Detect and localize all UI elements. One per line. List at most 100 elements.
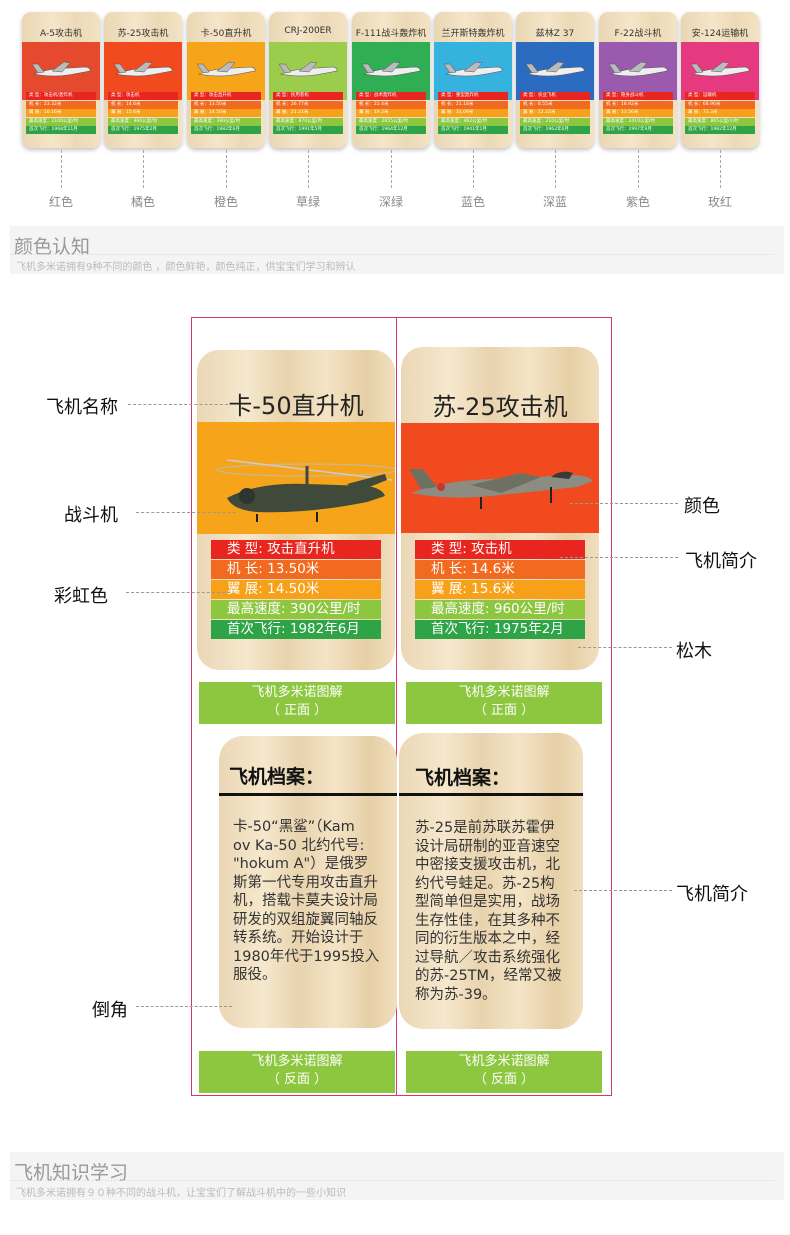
color-band <box>197 422 395 534</box>
domino-back-ka50: 飞机档案： 卡-50“黑鲨”（Kam ov Ka-50 北约代号: "hokum… <box>219 736 397 1028</box>
label-text: 飞机多米诺图解 <box>458 685 550 700</box>
label-sub: （ 反面 ） <box>266 1072 328 1087</box>
mini-spec-row: 机 长：21.18米 <box>438 100 508 109</box>
spec-key: 首次飞行: <box>431 621 490 637</box>
mini-spec-row: 类 型：攻击机/轰炸机 <box>26 92 96 100</box>
spec-key: 翼 展: <box>431 581 467 597</box>
mini-spec-row: 最高速度：2655公里/时 <box>356 117 426 126</box>
mini-spec-row: 最高速度：390公里/时 <box>191 117 261 126</box>
mini-spec-row: 类 型：攻击直升机 <box>191 92 261 100</box>
callout-plane-name: 飞机名称 <box>46 397 118 418</box>
callout-line <box>574 890 672 891</box>
mini-domino-name: A-5攻击机 <box>40 29 82 39</box>
mini-spec-row: 机 长：18.92米 <box>603 100 673 109</box>
mini-domino: 苏-25攻击机类 型：攻击机机 长：14.6米翼 展：15.6米最高速度：960… <box>104 12 182 148</box>
back-label-su25: 飞机多米诺图解 （ 反面 ） <box>406 1051 602 1093</box>
color-label: 紫色 <box>625 195 650 209</box>
callout-line <box>136 1006 232 1007</box>
spec-key: 类 型: <box>227 541 263 557</box>
spec-value: 13.50米 <box>267 561 320 577</box>
color-guide-line <box>143 150 144 188</box>
spec-row-length: 机 长: 13.50米 <box>211 560 381 579</box>
spec-key: 最高速度: <box>431 601 490 617</box>
plane-icon <box>196 61 256 77</box>
mini-spec-row: 机 长：26.77米 <box>273 100 343 109</box>
plane-icon <box>443 61 503 77</box>
mini-spec-row: 最高速度：2410公里/时 <box>603 117 673 126</box>
spec-value: 15.6米 <box>471 581 515 597</box>
color-label: 深绿 <box>378 195 403 209</box>
spec-value: 1975年2月 <box>493 621 564 637</box>
callout-line <box>126 592 230 593</box>
jet-image <box>401 423 599 533</box>
mini-spec-row: 最高速度：210公里/时 <box>520 117 590 126</box>
mini-domino-name: 兹林Z 37 <box>535 29 575 39</box>
label-sub: （ 正面 ） <box>266 703 328 718</box>
mini-spec-row: 机 长：68.96米 <box>685 100 755 109</box>
color-guide-line <box>61 150 62 188</box>
mini-color-band <box>104 42 182 100</box>
mini-spec-row: 首次飞行：1991年5月 <box>273 126 343 135</box>
spec-row-first-flight: 首次飞行: 1975年2月 <box>415 620 585 639</box>
spec-row-type: 类 型: 攻击直升机 <box>211 540 381 559</box>
spec-value: 390公里/时 <box>289 601 361 617</box>
mini-spec-row: 首次飞行：1982年12月 <box>685 126 755 135</box>
mini-spec-row: 首次飞行：1982年6月 <box>191 126 261 135</box>
mini-color-band <box>269 42 347 100</box>
spec-row-span: 翼 展: 14.50米 <box>211 580 381 599</box>
mini-spec-row: 类 型：运输机 <box>685 92 755 100</box>
card-title: 卡-50直升机 <box>228 392 364 420</box>
plane-icon <box>608 61 668 77</box>
mini-spec-row: 首次飞行：1968年11月 <box>26 126 96 135</box>
plane-icon <box>525 61 585 77</box>
front-label-ka50: 飞机多米诺图解 （ 正面 ） <box>199 682 395 724</box>
spec-value: 960公里/时 <box>493 601 565 617</box>
spec-value: 攻击直升机 <box>267 541 335 557</box>
color-label: 深蓝 <box>542 195 567 209</box>
domino-back-su25: 飞机档案： 苏-25是前苏联苏霍伊 设计局研制的亚音速空 中密接支援攻击机，北 … <box>399 733 583 1029</box>
mini-spec-row: 机 长：22.4米 <box>356 100 426 109</box>
spec-value: 攻击机 <box>471 541 512 557</box>
mini-domino-name: 兰开斯特轰炸机 <box>441 29 505 39</box>
callout-line <box>128 404 228 405</box>
mini-domino: 安-124运输机类 型：运输机机 长：68.96米翼 展：73.3米最高速度：8… <box>681 12 759 148</box>
label-text: 飞机多米诺图解 <box>251 685 343 700</box>
color-guide-line <box>638 150 639 188</box>
spec-key: 最高速度: <box>227 601 286 617</box>
mini-spec-row: 类 型：农业飞机 <box>520 92 590 100</box>
spec-row-span: 翼 展: 15.6米 <box>415 580 585 599</box>
spec-row-speed: 最高速度: 960公里/时 <box>415 600 585 619</box>
label-sub: （ 正面 ） <box>473 703 535 718</box>
spec-key: 机 长: <box>431 561 467 577</box>
callout-intro-back: 飞机简介 <box>676 884 748 905</box>
section-plane-knowledge: 飞机知识学习 飞机多米诺拥有９０种不同的战斗机，让宝宝们了解战斗机中的一些小知识 <box>10 1152 784 1200</box>
helicopter-image <box>197 422 395 534</box>
mini-spec-row: 类 型：战术轰炸机 <box>356 92 426 100</box>
file-text: 卡-50“黑鲨”（Kam ov Ka-50 北约代号: "hokum A"）是俄… <box>233 819 380 983</box>
color-label: 橙色 <box>213 195 238 209</box>
mini-spec-row: 首次飞行：1963年6月 <box>520 126 590 135</box>
mini-spec-row: 首次飞行：1964年12月 <box>356 126 426 135</box>
color-label: 玫红 <box>707 195 732 209</box>
spec-row-speed: 最高速度: 390公里/时 <box>211 600 381 619</box>
callout-pine-wood: 松木 <box>676 641 712 662</box>
spec-key: 首次飞行: <box>227 621 286 637</box>
spec-row-type: 类 型: 攻击机 <box>415 540 585 559</box>
color-band <box>401 423 599 533</box>
spec-key: 类 型: <box>431 541 467 557</box>
spec-value: 14.50米 <box>267 581 320 597</box>
mini-domino-name: 安-124运输机 <box>691 29 749 39</box>
diagram-frame <box>191 317 612 1096</box>
callout-line <box>570 503 678 504</box>
spec-row-length: 机 长: 14.6米 <box>415 560 585 579</box>
mini-spec-row: 翼 展：10.16米 <box>26 109 96 118</box>
color-guide-line <box>555 150 556 188</box>
mini-spec-row: 最高速度：2100公里/时 <box>26 117 96 126</box>
label-sub: （ 反面 ） <box>473 1072 535 1087</box>
mini-spec-row: 首次飞行：1941年1月 <box>438 126 508 135</box>
mini-color-band <box>22 42 100 100</box>
mini-color-band <box>434 42 512 100</box>
mini-color-band <box>681 42 759 100</box>
color-label: 橘色 <box>130 195 155 209</box>
mini-spec-row: 翼 展：14.50米 <box>191 109 261 118</box>
